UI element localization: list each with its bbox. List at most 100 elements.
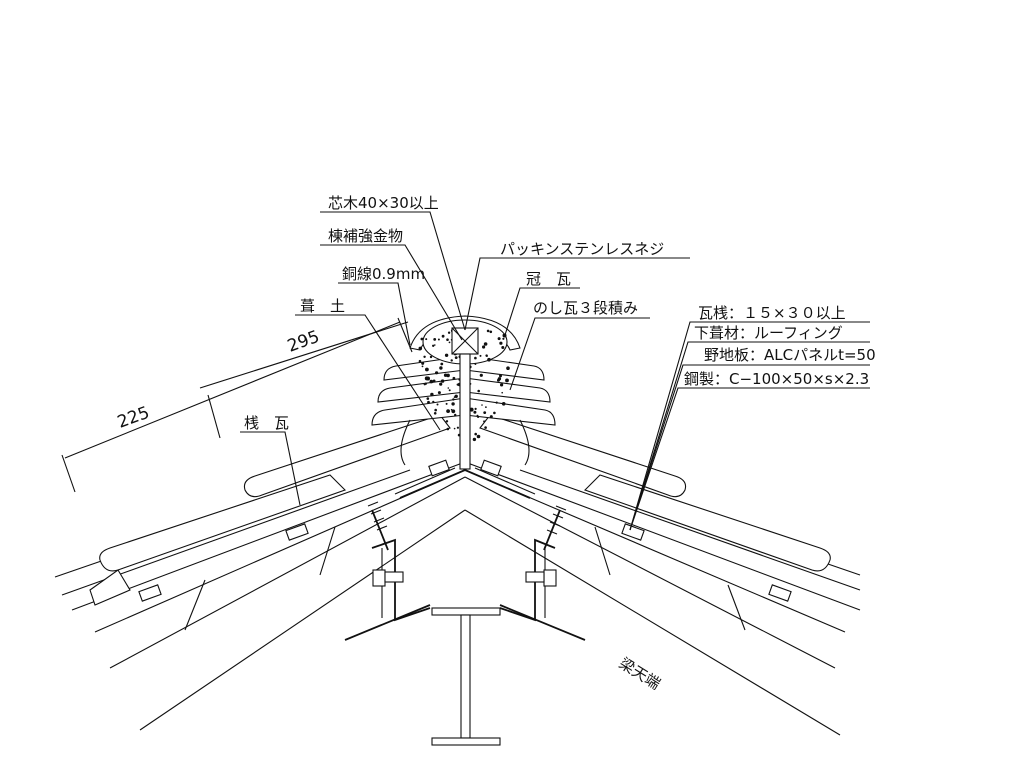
soil-dot — [483, 342, 488, 346]
soil-dot — [485, 354, 488, 357]
soil-dot — [497, 379, 499, 382]
soil-dot — [425, 367, 429, 372]
label-sheathing: 野地板：ALCパネルt=50 — [704, 346, 876, 364]
soil-dot — [440, 379, 445, 383]
soil-dot — [477, 389, 481, 393]
label-copper-wire: 銅線0.9mm — [342, 265, 425, 283]
soil-dot — [502, 337, 505, 340]
soil-dot — [450, 359, 453, 362]
soil-dot — [474, 407, 477, 410]
soil-dot — [493, 411, 496, 415]
label-batten: 瓦桟：１５×３０以上 — [698, 304, 846, 322]
soil-dot — [446, 427, 450, 431]
label-steel: 鋼製：C−100×50×s×2.3 — [684, 370, 869, 388]
label-sangawara: 桟 瓦 — [244, 414, 289, 432]
soil-dot — [421, 361, 425, 365]
soil-dot — [472, 437, 477, 442]
label-core-wood: 芯木40×30以上 — [328, 194, 439, 212]
soil-dot — [434, 344, 436, 346]
soil-dot — [421, 365, 424, 368]
soil-dot — [502, 333, 507, 338]
label-ridge-metal: 棟補強金物 — [328, 227, 403, 245]
soil-dot — [482, 345, 486, 349]
soil-dot — [499, 374, 502, 378]
ridge-reinforcement-metal — [459, 353, 471, 470]
soil-dot — [499, 341, 503, 345]
soil-dot — [451, 409, 456, 414]
soil-dot — [501, 346, 505, 349]
soil-dot — [433, 412, 437, 415]
fill-soil-pattern — [418, 328, 510, 442]
dimension-225: 225 — [115, 403, 152, 433]
label-packing-screw: パッキンステンレスネジ — [500, 240, 664, 258]
core-wood — [451, 327, 479, 355]
soil-dot — [437, 338, 440, 341]
soil-dot — [450, 408, 453, 411]
soil-dot — [444, 353, 449, 357]
soil-dot — [437, 391, 441, 395]
soil-dot — [476, 414, 479, 417]
soil-dot — [423, 355, 426, 358]
soil-dot — [446, 338, 449, 342]
soil-dot — [424, 382, 427, 385]
soil-dot — [501, 391, 504, 394]
soil-dot — [497, 337, 501, 341]
soil-dot — [452, 376, 456, 380]
soil-dot — [476, 434, 481, 439]
soil-dot — [426, 397, 430, 400]
soil-dot — [481, 404, 483, 406]
soil-dot — [454, 413, 457, 417]
soil-dot — [501, 402, 506, 406]
label-underlay: 下葺材：ルーフィング — [694, 324, 843, 342]
steel-c-section-left — [344, 538, 431, 641]
soil-dot — [448, 341, 451, 344]
soil-dot — [446, 409, 450, 413]
soil-dot — [433, 338, 437, 341]
label-fill-soil: 葺 土 — [300, 297, 345, 315]
soil-dot — [483, 411, 487, 414]
soil-dot — [432, 379, 436, 383]
soil-dot — [451, 402, 455, 406]
soil-dot — [425, 338, 428, 341]
soil-dot — [429, 379, 434, 384]
soil-dot — [484, 426, 487, 429]
soil-dot — [474, 363, 477, 365]
soil-dot — [435, 371, 439, 375]
soil-dot — [440, 362, 444, 366]
soil-dot — [446, 373, 450, 378]
soil-dot — [432, 400, 435, 403]
soil-dot — [486, 329, 490, 333]
soil-dot — [487, 357, 491, 362]
soil-dot — [505, 378, 509, 383]
soil-dot — [500, 383, 504, 387]
label-noshi-tiles: のし瓦３段積み — [533, 299, 638, 317]
soil-dot — [430, 392, 434, 397]
soil-dot — [447, 387, 450, 389]
dimension-lines — [61, 317, 413, 493]
soil-dot — [474, 356, 477, 360]
soil-dot — [439, 366, 443, 370]
right-sangawara-tiles — [479, 414, 831, 602]
steel-c-section-right — [499, 538, 586, 641]
copper-wire — [400, 419, 530, 466]
soil-dot — [429, 355, 433, 359]
soil-dot — [441, 334, 445, 338]
soil-dot — [445, 402, 448, 405]
soil-dot — [454, 356, 458, 359]
screw-right — [543, 505, 567, 551]
soil-dot — [448, 389, 451, 392]
soil-dot — [418, 359, 422, 363]
soil-dot — [473, 410, 477, 414]
soil-dot — [453, 427, 456, 430]
soil-dot — [495, 401, 498, 404]
dimension-295: 295 — [285, 327, 322, 357]
soil-dot — [424, 376, 429, 381]
soil-dot — [445, 420, 449, 423]
soil-dot — [447, 331, 451, 334]
soil-dot — [479, 373, 483, 377]
soil-dot — [427, 400, 430, 404]
label-crown-tile: 冠 瓦 — [526, 270, 571, 288]
ridge-flashing — [394, 467, 536, 499]
left-sangawara-tiles — [89, 414, 451, 606]
